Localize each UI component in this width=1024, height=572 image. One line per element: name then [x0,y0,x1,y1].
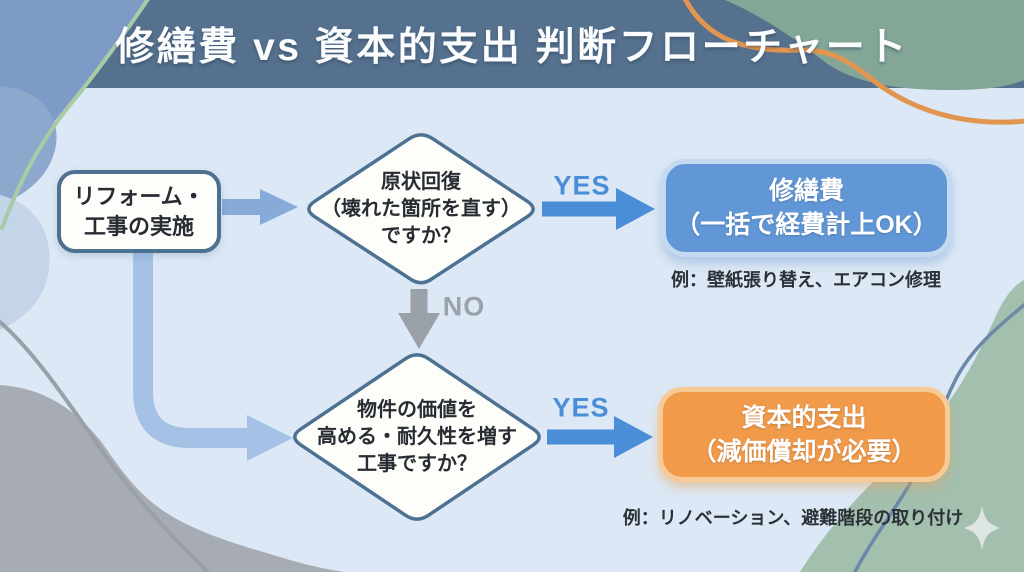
repair-line1: 修繕費 [768,177,844,205]
decision2-line2: 高める・耐久性を増す [317,425,517,448]
start-node-line1: リフォーム・ [73,183,205,209]
repair-line2: （一括で経費計上OK） [675,211,938,239]
decision1-label: 原状回復 （壊れた箇所を直す） ですか？ [303,131,539,287]
repair-result-node: 修繕費 （一括で経費計上OK） [661,159,952,257]
decor-blob-left-mid [0,86,57,205]
arrow-start-to-decision1 [222,189,298,225]
decision2-line1: 物件の価値を [357,398,477,421]
capital-result-node: 資本的支出 （減価償却が必要） [658,387,950,482]
start-node-line2: 工事の実施 [83,213,194,239]
no-label: NO [442,291,486,322]
decision1-line1: 原状回復 [381,170,461,193]
yes-label-2: YES [552,392,610,423]
decor-gray-line [0,319,211,572]
repair-example-text: 例：壁紙張り替え、エアコン修理 [671,270,941,290]
decor-blob-left-light [0,195,50,330]
decision2-label: 物件の価値を 高める・耐久性を増す 工事ですか？ [289,351,545,523]
decision1-line2: （壊れた箇所を直す） [321,197,521,220]
page-title: 修繕費 vs 資本的支出 判断フローチャート [115,26,909,69]
yes-label-1: YES [553,170,611,201]
connector-start-to-decision2 [133,252,293,461]
capital-example-text: 例：リノベーション、避難階段の取り付け [622,508,964,528]
decision2-line3: 工事ですか？ [357,452,477,475]
no-arrow [398,289,440,349]
start-node: リフォーム・ 工事の実施 [57,170,221,253]
decision1-line3: ですか？ [381,224,461,247]
capital-line2: （減価償却が必要） [691,437,917,466]
capital-line1: 資本的支出 [741,403,867,432]
